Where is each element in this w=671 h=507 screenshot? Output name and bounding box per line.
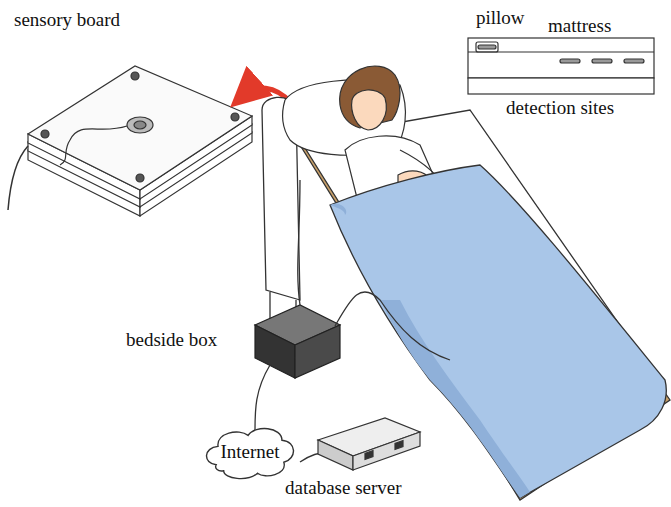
database-server: [318, 418, 420, 470]
part-label: bedside box: [126, 330, 217, 351]
part-label: pillow: [476, 8, 525, 29]
part-label: mattress: [548, 16, 611, 37]
bed: [262, 97, 670, 500]
cloud-node: Internet: [203, 422, 297, 483]
wires: [255, 180, 450, 462]
part-label: sensory board: [14, 10, 120, 31]
part-label: detection sites: [506, 98, 614, 119]
blanket: [330, 165, 666, 498]
sensory-board: [8, 66, 252, 216]
node-text: Internet: [220, 442, 279, 463]
bedside-box: [255, 305, 340, 378]
part-label: database server: [285, 478, 402, 499]
inset-bed: [468, 38, 654, 94]
blanket-fold: [330, 204, 346, 215]
